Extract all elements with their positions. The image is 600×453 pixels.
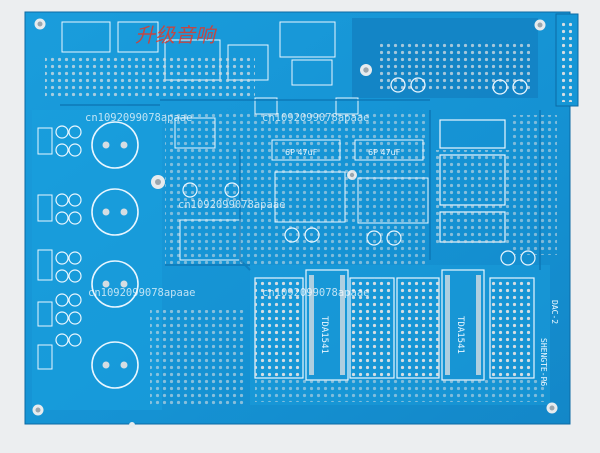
left-terminals: [37, 127, 53, 370]
bottom-row-pads: [255, 380, 545, 402]
watermark-1: cn1092099078apaae: [85, 112, 192, 124]
capacitor-pads: [102, 141, 128, 369]
watermark-5: cn1092099078apaae: [262, 287, 369, 299]
watermark-2: cn1092099078apaae: [262, 112, 369, 124]
ic-label-1: TDA1541: [319, 316, 329, 354]
watermark-4: cn1092099078apaae: [88, 287, 195, 299]
top-right-caps: [390, 77, 528, 95]
right-ic-pins: [436, 150, 510, 245]
cap-label-a: 6P 47uF: [285, 148, 318, 157]
middle-outlines: [174, 117, 429, 261]
far-right-pad-field: [512, 115, 557, 255]
watermark-3: cn1092099078apaae: [178, 199, 285, 211]
ic-label-2: TDA1541: [455, 316, 465, 354]
stamp-text: 升级音响: [135, 23, 218, 47]
cap-label-b: 6P 47uF: [368, 148, 401, 157]
left-diode-circles: [55, 125, 82, 347]
board-name-label: SHENGTE-P6: [539, 338, 548, 386]
bottom-left-pad-field: [150, 310, 245, 405]
large-capacitors: [91, 121, 139, 389]
ic-pin-rows: [309, 275, 481, 375]
top-pad-strip: [45, 56, 255, 98]
top-right-pad-strip: [380, 40, 530, 90]
middle-caps: [182, 182, 536, 266]
middle-pad-field: [165, 110, 425, 265]
traces: [60, 99, 541, 271]
board-model-label: DAC-2: [550, 300, 559, 324]
side-strip-pads: [562, 22, 572, 102]
